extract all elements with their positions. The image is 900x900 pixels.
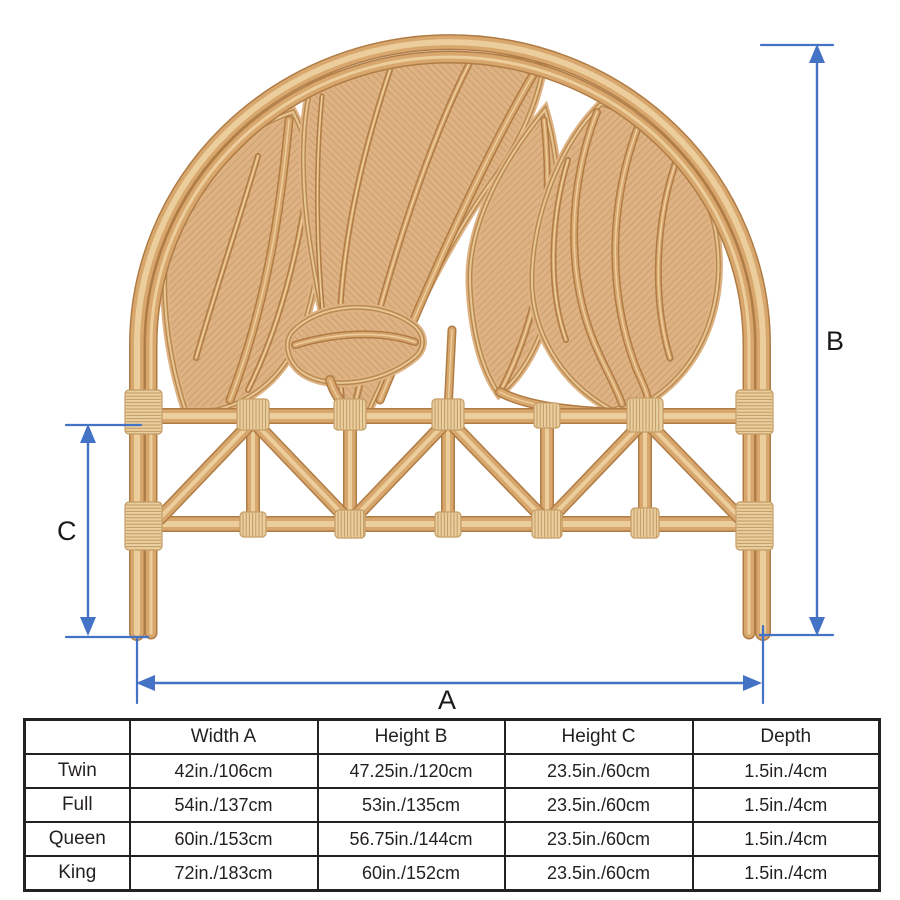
- dimension-value: 60in./152cm: [316, 855, 506, 892]
- dimension-value: 42in./106cm: [128, 753, 319, 789]
- dimension-value: 1.5in./4cm: [691, 821, 881, 857]
- dimension-value: 53in./135cm: [316, 787, 506, 823]
- column-header-height-c: Height C: [503, 718, 694, 755]
- dimension-value: 56.75in./144cm: [316, 821, 506, 857]
- size-label: Queen: [23, 821, 131, 857]
- dimension-value: 1.5in./4cm: [691, 753, 881, 789]
- size-label: Full: [23, 787, 131, 823]
- dimension-label-b: B: [826, 326, 844, 356]
- dimension-label-c: C: [57, 516, 77, 546]
- rattan-joint-wraps: [124, 389, 774, 551]
- dimension-value: 1.5in./4cm: [691, 787, 881, 823]
- dimension-arrowhead: [743, 675, 762, 691]
- dimension-value: 1.5in./4cm: [691, 855, 881, 892]
- size-label: King: [23, 855, 131, 892]
- dimension-annotations: [64, 43, 835, 705]
- dimension-value: 72in./183cm: [128, 855, 319, 892]
- leaf-small: [282, 302, 427, 388]
- leaf-right-large: [527, 98, 723, 415]
- column-header-size: [23, 718, 131, 755]
- dimension-value: 23.5in./60cm: [503, 787, 694, 823]
- dimension-arrowhead: [136, 675, 155, 691]
- dimension-arrowhead: [809, 617, 825, 636]
- dimension-arrowhead: [809, 44, 825, 63]
- dimension-arrowhead: [80, 424, 96, 443]
- column-header-width-a: Width A: [128, 718, 319, 755]
- dimension-arrowhead: [80, 617, 96, 636]
- dimension-value: 54in./137cm: [128, 787, 319, 823]
- dimension-value: 23.5in./60cm: [503, 753, 694, 789]
- column-header-height-b: Height B: [316, 718, 506, 755]
- size-label: Twin: [23, 753, 131, 789]
- column-header-depth: Depth: [691, 718, 881, 755]
- dimension-label-a: A: [438, 685, 456, 715]
- dimension-value: 23.5in./60cm: [503, 855, 694, 892]
- dimension-value: 47.25in./120cm: [316, 753, 506, 789]
- dimension-value: 23.5in./60cm: [503, 821, 694, 857]
- dimension-value: 60in./153cm: [128, 821, 319, 857]
